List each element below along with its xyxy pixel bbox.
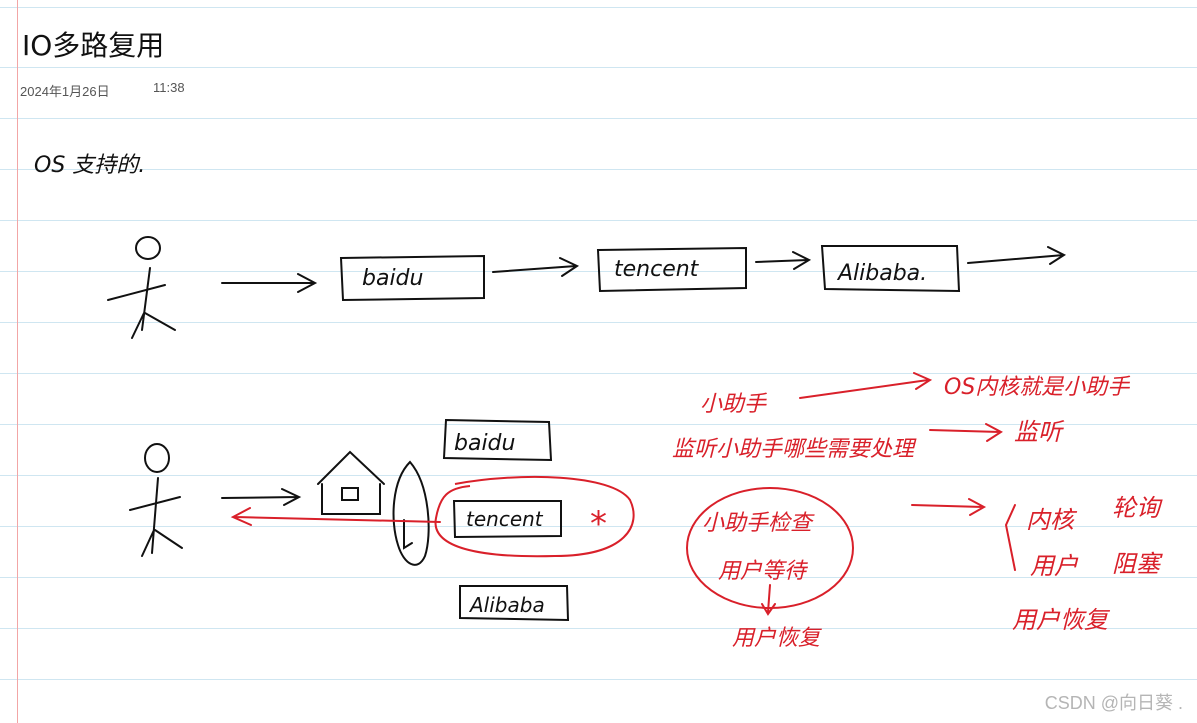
arrow-top-1	[222, 274, 315, 292]
note-user-recover-2: 用户恢复	[1012, 606, 1111, 634]
box-bottom-alibaba-label: Alibaba	[468, 593, 545, 617]
box-top-baidu-label: baidu	[362, 266, 423, 291]
box-bottom-baidu-label: baidu	[454, 431, 515, 456]
note-blocking: 阻塞	[1112, 550, 1163, 578]
box-bottom-tencent: tencent	[454, 501, 561, 537]
note-listen-question: 监听小助手哪些需要处理	[672, 437, 917, 462]
note-user-recover: 用户恢复	[732, 626, 822, 651]
stick-figure-bottom	[130, 444, 182, 556]
arrow-kernel	[912, 499, 984, 515]
note-check: 小助手检查	[702, 511, 815, 536]
note-listen: 监听	[1014, 418, 1065, 446]
arrow-listen	[930, 424, 1001, 441]
helper-shape	[394, 462, 429, 565]
intro-text: OS 支持的.	[34, 153, 145, 178]
house-icon	[318, 452, 384, 514]
watermark: CSDN @向日葵 .	[1045, 689, 1183, 715]
box-top-alibaba: Alibaba.	[822, 246, 959, 291]
box-bottom-alibaba: Alibaba	[460, 586, 568, 620]
arrow-check-down	[762, 585, 775, 614]
arrow-helper	[800, 373, 930, 398]
note-user: 用户	[1030, 552, 1079, 580]
cross-mark: *	[590, 504, 607, 544]
stick-figure-top	[108, 237, 175, 338]
arrow-top-4	[968, 247, 1064, 264]
note-polling: 轮询	[1112, 494, 1163, 522]
note-kernel: 内核	[1026, 506, 1078, 534]
box-top-tencent: tencent	[598, 248, 746, 291]
box-bottom-baidu: baidu	[444, 420, 551, 460]
note-os-helper: OS内核就是小助手	[944, 375, 1131, 400]
arrow-bottom-1	[222, 489, 299, 505]
note-helper: 小助手	[700, 392, 768, 417]
box-top-tencent-label: tencent	[614, 257, 700, 282]
arrow-top-3	[756, 252, 809, 269]
red-return-arrow	[233, 508, 440, 525]
box-top-alibaba-label: Alibaba.	[836, 261, 927, 286]
note-user-wait: 用户等待	[718, 559, 809, 584]
bracket	[1006, 505, 1015, 570]
box-bottom-tencent-label: tencent	[466, 507, 544, 531]
arrow-top-2	[493, 258, 577, 276]
box-top-baidu: baidu	[341, 256, 484, 300]
